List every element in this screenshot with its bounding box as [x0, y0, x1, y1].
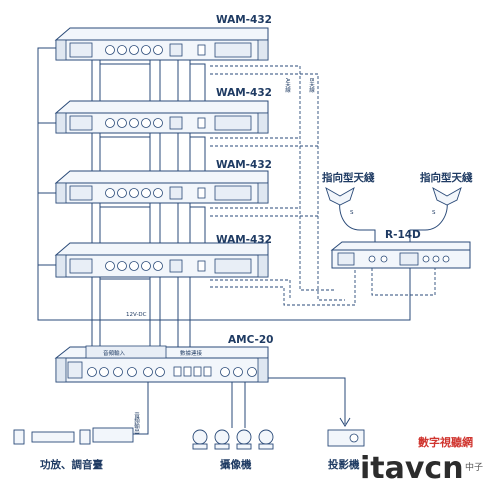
site-watermark: 數字視聽網 itavcn 中子 [360, 435, 483, 486]
camera-icon [258, 429, 274, 445]
receiver-unit[interactable]: WAM-432 [54, 14, 272, 61]
amplifier-mixer-group: 功放、調音臺 [13, 427, 134, 471]
audio-out-label: 音頻輸出 [133, 411, 140, 436]
receiver-model-label: WAM-432 [216, 14, 272, 26]
audio-in-label: 音頻輸入 [103, 349, 126, 357]
mixer-icon [92, 427, 134, 443]
camera-group: 攝像機 [192, 429, 274, 471]
antenna-a-label: A天線 [284, 78, 291, 93]
watermark-logo: itavcn [360, 451, 464, 486]
camera-label: 攝像機 [220, 458, 252, 471]
projector-wire [265, 377, 346, 424]
power-bus-wire [37, 47, 411, 321]
antenna-label: 指向型天綫 [322, 171, 375, 184]
antenna-b-label: B天線 [308, 78, 315, 93]
antenna-2-cable [409, 199, 448, 245]
projector-icon [327, 429, 365, 447]
speaker-icon [13, 429, 25, 445]
speaker-icon [79, 429, 91, 445]
power-label: 12V-DC [126, 312, 147, 318]
controller-model-label: AMC-20 [228, 334, 274, 346]
controller-unit[interactable]: AMC-20 音頻輸入 數據連接 [54, 334, 274, 383]
projector-label: 投影機 [328, 458, 360, 471]
receiver-stack: WAM-432 WAM-432 [54, 14, 272, 278]
antenna-cable-mark: S [350, 210, 354, 216]
antenna-left: 指向型天綫 S [322, 171, 375, 216]
receiver-unit[interactable]: WAM-432 [54, 234, 272, 278]
receiver-model-label: WAM-432 [216, 159, 272, 171]
watermark-site-name: 數字視聽網 [418, 435, 473, 449]
receiver-unit[interactable]: WAM-432 [54, 159, 272, 204]
antenna-label: 指向型天綫 [420, 171, 473, 184]
amplifier-mixer-label: 功放、調音臺 [40, 458, 103, 471]
amplifier-icon [31, 431, 75, 443]
projector-group: 投影機 [327, 429, 365, 471]
receiver-model-label: WAM-432 [216, 87, 272, 99]
splitter-model-label: R-14D [385, 229, 421, 241]
watermark-sub: 中子 [465, 461, 483, 473]
antenna-1-cable [339, 199, 376, 245]
camera-icon [214, 429, 230, 445]
antenna-right: 指向型天綫 S [420, 171, 473, 216]
camera-icon [192, 429, 208, 445]
antenna-a-line [210, 65, 335, 291]
data-link-label: 數據連接 [180, 349, 203, 357]
antenna-b-line [210, 73, 345, 301]
antenna-splitter[interactable]: R-14D [330, 229, 471, 269]
receiver-unit[interactable]: WAM-432 [54, 87, 272, 134]
antenna-cable-mark: S [432, 210, 436, 216]
antenna-icon [325, 187, 355, 206]
camera-icon [236, 429, 252, 445]
antenna-icon [432, 187, 462, 206]
